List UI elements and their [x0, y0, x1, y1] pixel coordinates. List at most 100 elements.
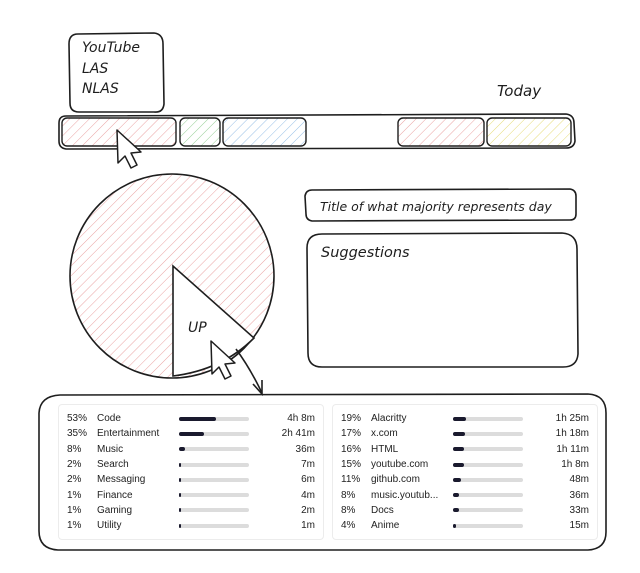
- usage-bar: [453, 523, 523, 528]
- tooltip-line-las: LAS: [82, 61, 109, 77]
- usage-bar: [179, 416, 249, 421]
- usage-bar-fill: [453, 477, 461, 482]
- usage-bar-fill: [453, 523, 456, 528]
- timeline-segment-blue[interactable]: [222, 117, 307, 147]
- percent-label: 15%: [341, 459, 362, 471]
- item-name: Search: [97, 459, 129, 471]
- item-name: Messaging: [97, 474, 146, 486]
- item-name: Alacritty: [371, 413, 407, 425]
- duration-label: 48m: [569, 474, 589, 486]
- percent-label: 8%: [341, 504, 356, 516]
- duration-label: 4h 8m: [287, 413, 315, 425]
- app-row[interactable]: 19% Alacritty 1h 25m: [341, 411, 589, 426]
- item-name: Utility: [97, 520, 122, 532]
- duration-label: 2h 41m: [281, 428, 315, 440]
- category-row[interactable]: 8% Music 36m: [67, 442, 315, 457]
- tooltip-line-youtube: YouTube: [82, 40, 140, 56]
- suggestions-box: [306, 232, 579, 368]
- timeline-segment-green[interactable]: [179, 117, 221, 147]
- today-label: Today: [497, 82, 542, 100]
- usage-bar-fill: [179, 462, 181, 467]
- item-name: Finance: [97, 489, 133, 501]
- percent-label: 8%: [341, 489, 356, 501]
- item-name: youtube.com: [371, 459, 429, 471]
- usage-bar: [179, 508, 249, 513]
- item-name: x.com: [371, 428, 398, 440]
- item-name: Entertainment: [97, 428, 160, 440]
- usage-bar: [179, 523, 249, 528]
- duration-label: 7m: [301, 459, 315, 471]
- usage-bar-fill: [179, 493, 181, 498]
- usage-bar-fill: [179, 447, 185, 452]
- usage-bar: [179, 477, 249, 482]
- usage-bar-fill: [179, 416, 216, 421]
- duration-label: 36m: [295, 443, 315, 455]
- suggestions-title: Suggestions: [321, 245, 410, 261]
- percent-label: 16%: [341, 443, 362, 455]
- item-name: Anime: [371, 520, 400, 532]
- duration-label: 6m: [301, 474, 315, 486]
- cursor-icon: [210, 340, 236, 380]
- usage-bar-fill: [179, 431, 204, 436]
- duration-label: 1h 25m: [555, 413, 589, 425]
- usage-bar-fill: [179, 523, 181, 528]
- usage-bar: [179, 462, 249, 467]
- category-row[interactable]: 2% Search 7m: [67, 457, 315, 472]
- item-name: Music: [97, 443, 124, 455]
- usage-bar: [453, 447, 523, 452]
- percent-label: 35%: [67, 428, 88, 440]
- item-name: Docs: [371, 504, 394, 516]
- item-name: music.youtub...: [371, 489, 439, 501]
- category-row[interactable]: 35% Entertainment 2h 41m: [67, 426, 315, 441]
- tooltip-box: [68, 32, 165, 113]
- percent-label: 19%: [341, 413, 362, 425]
- usage-bar: [179, 447, 249, 452]
- usage-bar: [453, 508, 523, 513]
- percent-label: 8%: [67, 443, 82, 455]
- usage-bar-fill: [453, 447, 464, 452]
- duration-label: 33m: [569, 504, 589, 516]
- title-text: Title of what majority represents day: [320, 199, 552, 214]
- duration-label: 15m: [569, 520, 589, 532]
- timeline-segment-red-2[interactable]: [397, 117, 485, 147]
- percent-label: 2%: [67, 459, 82, 471]
- arrow-head: [252, 380, 263, 397]
- item-name: github.com: [371, 474, 420, 486]
- usage-bar: [179, 431, 249, 436]
- timeline-segment-yellow[interactable]: [486, 117, 572, 147]
- timeline-bar: [58, 113, 576, 150]
- arrow-connector: [235, 348, 263, 394]
- usage-bar: [453, 493, 523, 498]
- app-row[interactable]: 8% Docs 33m: [341, 503, 589, 518]
- cursor-icon: [116, 129, 142, 169]
- item-name: Gaming: [97, 504, 133, 516]
- usage-bar: [453, 477, 523, 482]
- stats-box: [38, 393, 607, 551]
- usage-bar: [453, 431, 523, 436]
- tooltip-line-nlas: NLAS: [82, 81, 119, 97]
- percent-label: 1%: [67, 504, 82, 516]
- usage-bar-fill: [453, 493, 459, 498]
- usage-bar: [453, 462, 523, 467]
- usage-bar: [453, 416, 523, 421]
- percent-label: 1%: [67, 489, 82, 501]
- app-row[interactable]: 8%music.youtub...36m: [341, 487, 589, 502]
- usage-bar-fill: [453, 462, 464, 467]
- pie-label: UP: [188, 320, 207, 336]
- percent-label: 17%: [341, 428, 362, 440]
- title-box: [304, 188, 577, 222]
